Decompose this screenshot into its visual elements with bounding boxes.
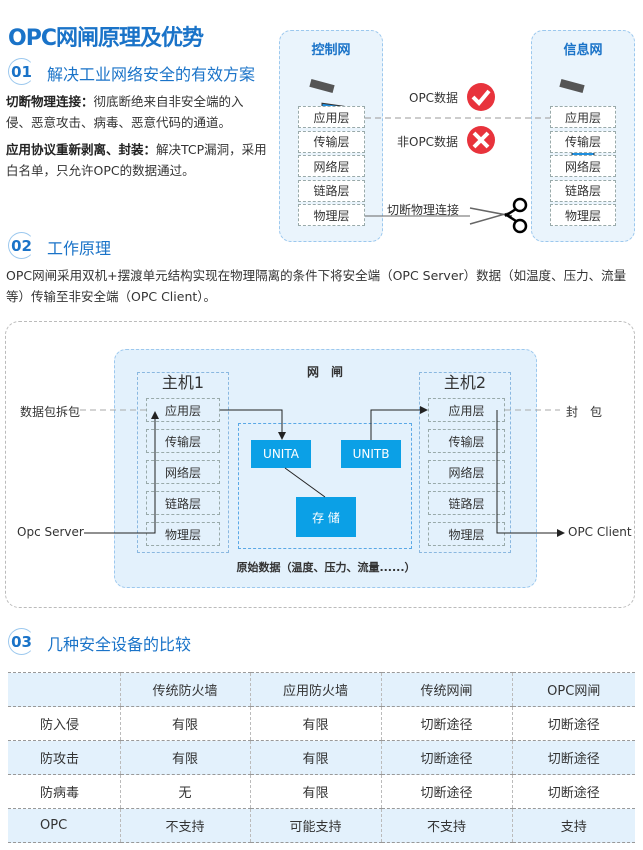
paragraph-protocol: 应用协议重新剥离、封装：解决TCP漏洞，采用白名单，只允许OPC的数据通过。 — [6, 139, 268, 181]
host1-label: 主机1 — [161, 373, 205, 392]
para-bold: 应用协议重新剥离、封装： — [6, 142, 157, 157]
section-number: 03 — [8, 628, 35, 655]
layer-box: 链路层 — [550, 179, 616, 202]
layer-box: 链路层 — [146, 491, 220, 515]
layer-box: 链路层 — [428, 491, 505, 515]
raw-data-label: 原始数据（温度、压力、流量......） — [236, 561, 416, 574]
table-row: 防病毒无有限切断途径切断途径 — [8, 774, 635, 809]
gateway-label: 网 闸 — [306, 365, 343, 379]
table-cell: 有限 — [249, 740, 381, 775]
table-cell: 切断途径 — [380, 740, 512, 775]
layer-box: 链路层 — [298, 179, 365, 202]
table-header-cell — [8, 672, 120, 707]
table-cell: 有限 — [119, 740, 250, 775]
host2-label: 主机2 — [443, 373, 487, 392]
section-title: 解决工业网络安全的有效方案 — [47, 65, 256, 84]
para-text: 解决TCP漏洞，采用白名单，只允许OPC的数据通过。 — [6, 142, 267, 178]
table-cell: 防入侵 — [8, 706, 120, 741]
table-cell: 防攻击 — [8, 740, 120, 775]
section-number: 01 — [8, 58, 35, 85]
host2-layer-stack: 应用层 传输层 网络层 链路层 物理层 — [428, 398, 505, 546]
layer-box: 网络层 — [298, 155, 365, 177]
non-opc-data-label: 非OPC数据 — [397, 135, 459, 149]
paragraph-physical-cut: 切断物理连接：彻底断绝来自非安全端的入侵、恶意攻击、病毒、恶意代码的通道。 — [6, 91, 268, 133]
layer-box: 物理层 — [550, 204, 616, 226]
table-header-cell: 传统网闸 — [380, 672, 512, 707]
opc-server-label: Opc Server — [17, 525, 84, 539]
section-title: 几种安全设备的比较 — [47, 635, 192, 654]
check-icon — [467, 83, 495, 111]
layer-box: 网络层 — [428, 460, 505, 484]
layer-box: 网络层 — [146, 460, 220, 484]
layer-box: 网络层 — [550, 155, 616, 177]
principle-diagram-frame — [5, 321, 635, 608]
para-text: 彻底断绝来自非安全端的入侵、恶意攻击、病毒、恶意代码的通道。 — [6, 94, 244, 130]
storage-block: 存 储 — [296, 497, 356, 537]
table-cell: 有限 — [249, 706, 381, 741]
layer-box: 应用层 — [146, 398, 220, 422]
table-cell: 无 — [119, 774, 250, 809]
network-label: 控制网 — [311, 43, 351, 58]
cross-icon — [467, 126, 495, 154]
left-layer-stack: 应用层 传输层 网络层 链路层 物理层 — [298, 106, 365, 226]
table-header-cell: OPC网闸 — [511, 672, 635, 707]
right-layer-stack: 应用层 传输层 网络层 链路层 物理层 — [550, 106, 616, 226]
cut-physical-label: 切断物理连接 — [387, 203, 460, 217]
layer-box: 传输层 — [298, 130, 365, 153]
layer-box: 传输层 — [428, 429, 505, 453]
comparison-table: 传统防火墙 应用防火墙 传统网闸 OPC网闸 防入侵有限有限切断途径切断途径 防… — [8, 672, 635, 843]
table-cell: 可能支持 — [249, 808, 381, 843]
table-cell: 切断途径 — [511, 740, 635, 775]
table-header-cell: 传统防火墙 — [119, 672, 250, 707]
layer-box: 传输层 — [146, 429, 220, 453]
unita-block: UNITA — [251, 440, 311, 468]
opc-data-label: OPC数据 — [409, 91, 459, 105]
section-number: 02 — [8, 232, 35, 259]
principle-description: OPC网闸采用双机+摆渡单元结构实现在物理隔离的条件下将安全端（OPC Serv… — [6, 268, 627, 304]
layer-box: 物理层 — [298, 204, 365, 226]
layer-box: 物理层 — [428, 522, 505, 546]
table-cell: 有限 — [119, 706, 250, 741]
layer-box: 物理层 — [146, 522, 220, 546]
unitb-block: UNITB — [341, 440, 401, 468]
table-cell: 切断途径 — [380, 774, 512, 809]
opc-client-label: OPC Client — [568, 525, 632, 539]
layer-box: 应用层 — [428, 398, 505, 422]
table-cell: 不支持 — [119, 808, 250, 843]
table-cell: 切断途径 — [380, 706, 512, 741]
table-cell: 防病毒 — [8, 774, 120, 809]
table-row: 防入侵有限有限切断途径切断途径 — [8, 706, 635, 741]
table-cell: 切断途径 — [511, 774, 635, 809]
layer-box: 传输层 — [550, 130, 616, 153]
table-cell: 有限 — [249, 774, 381, 809]
table-cell: 切断途径 — [511, 706, 635, 741]
unpack-label: 数据包拆包 — [20, 405, 81, 419]
host1-layer-stack: 应用层 传输层 网络层 链路层 物理层 — [146, 398, 220, 546]
page-title: OPC网闸原理及优势 — [8, 26, 204, 51]
network-label: 信息网 — [563, 43, 603, 58]
scissors-icon — [469, 197, 528, 234]
table-row: 防攻击有限有限切断途径切断途径 — [8, 740, 635, 775]
pack-label: 封 包 — [566, 405, 603, 419]
layer-box: 应用层 — [298, 106, 365, 128]
table-header-cell: 应用防火墙 — [249, 672, 381, 707]
section-title: 工作原理 — [47, 239, 112, 258]
table-cell: OPC — [8, 808, 120, 843]
table-header-row: 传统防火墙 应用防火墙 传统网闸 OPC网闸 — [8, 672, 635, 707]
table-cell: 不支持 — [380, 808, 512, 843]
para-bold: 切断物理连接： — [6, 94, 94, 109]
ferry-unit-box — [238, 423, 412, 549]
table-cell: 支持 — [511, 808, 635, 843]
layer-box: 应用层 — [550, 106, 616, 128]
